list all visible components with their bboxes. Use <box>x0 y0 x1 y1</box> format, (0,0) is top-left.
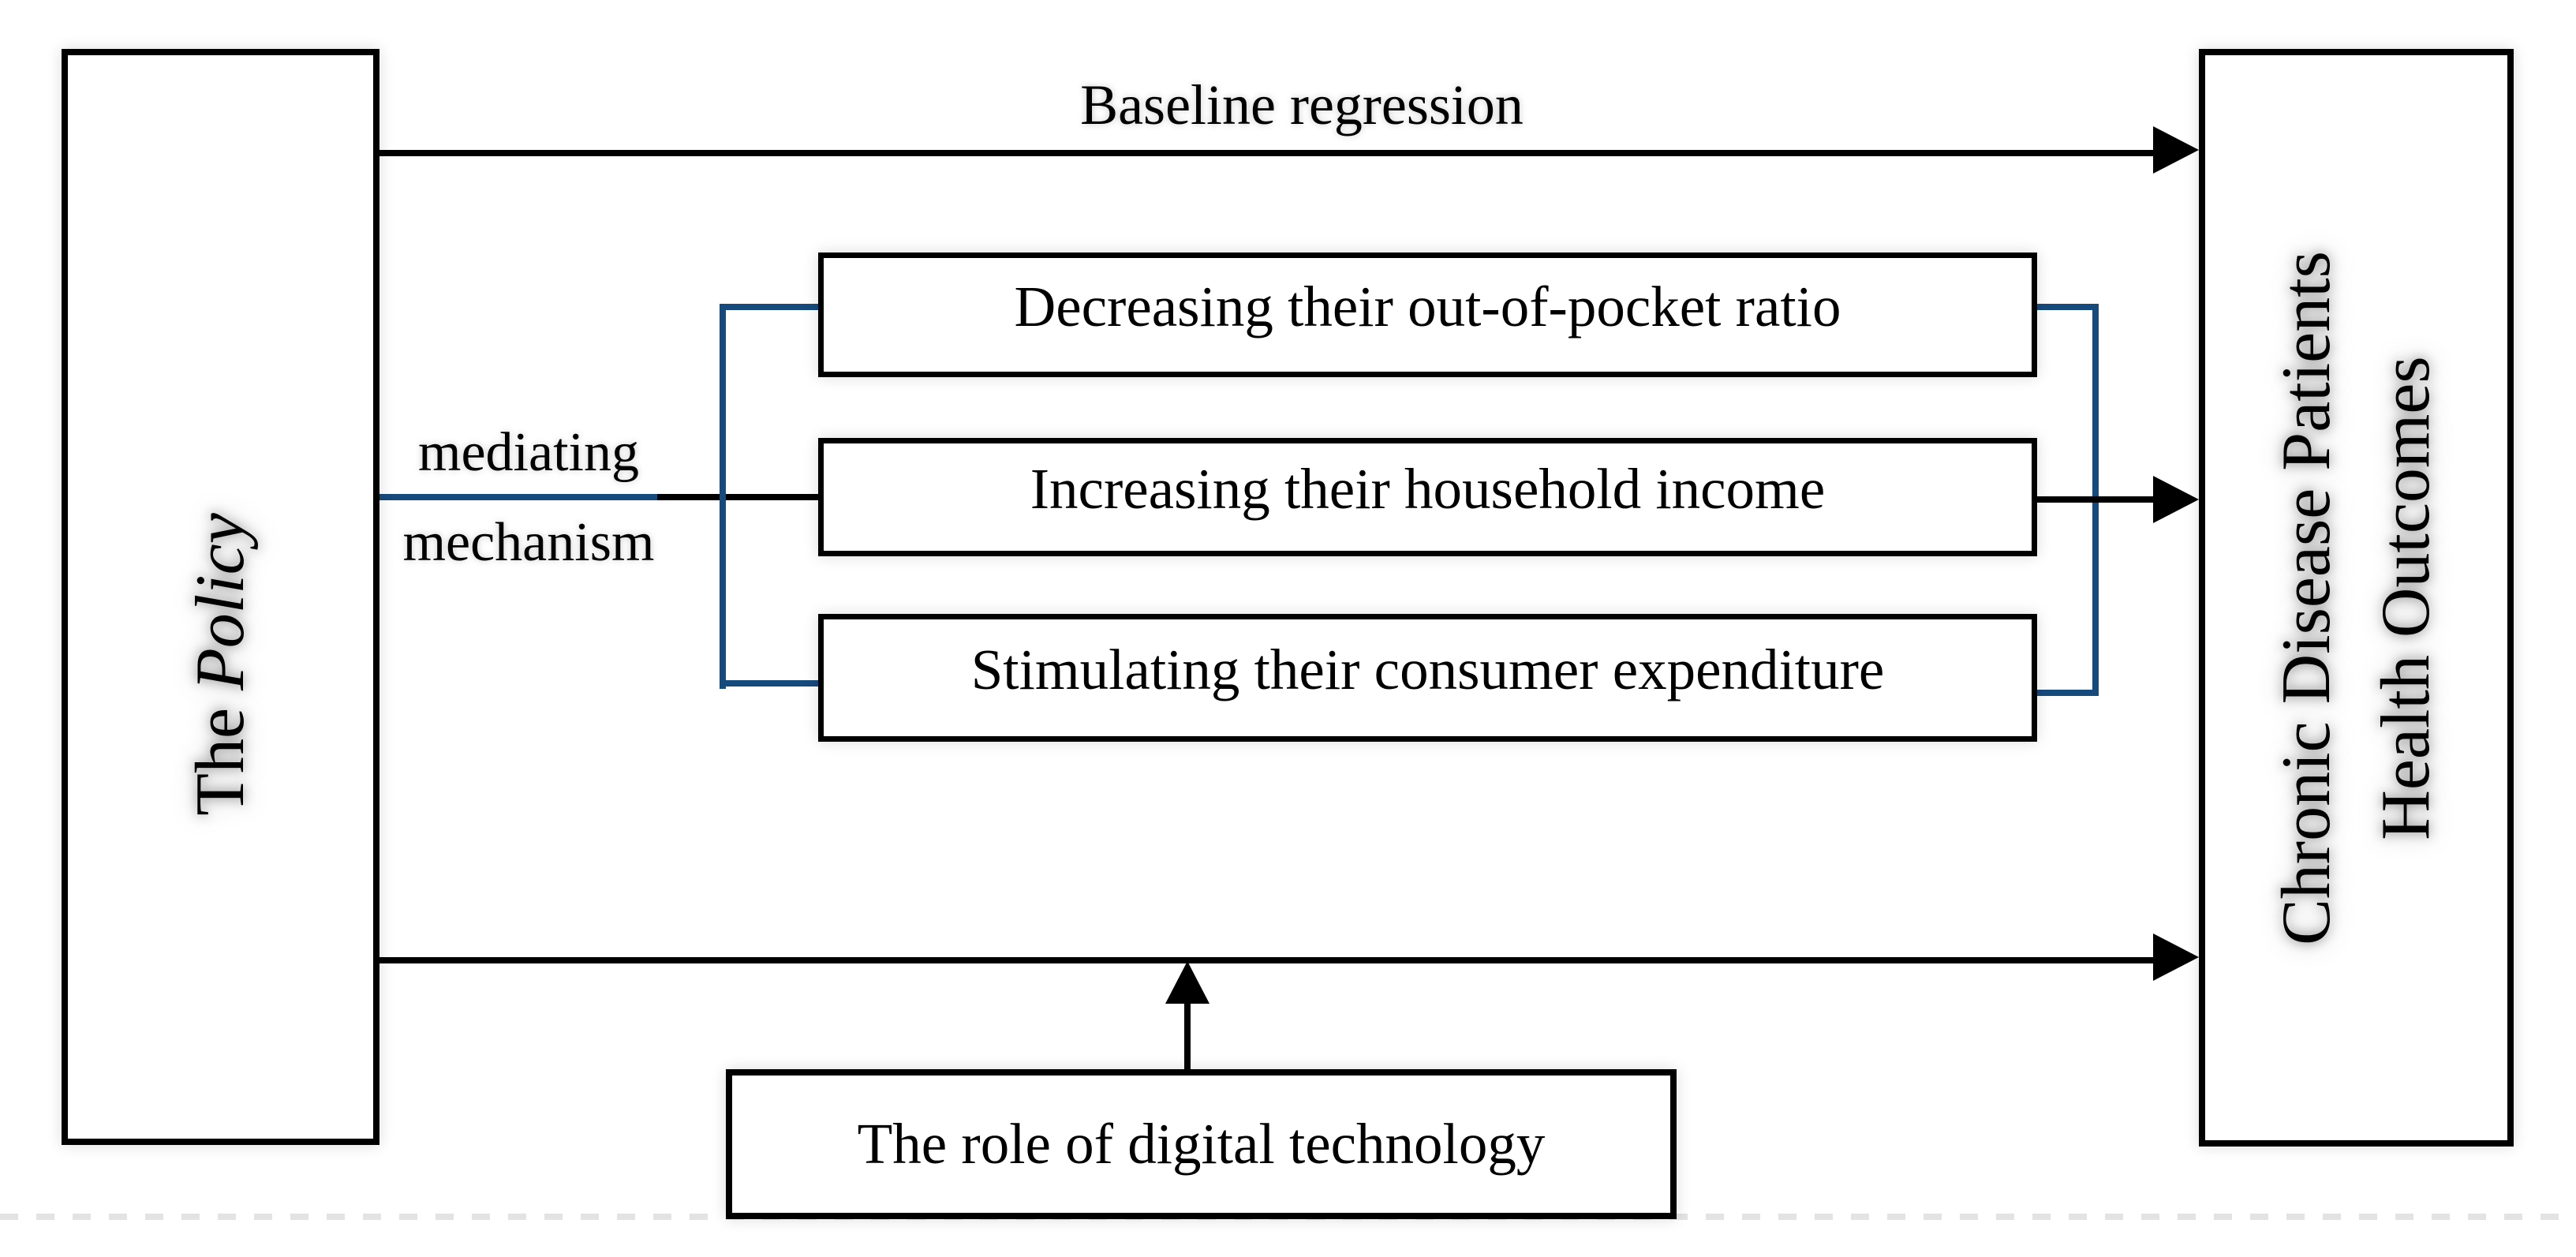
policy-node: The Policy <box>62 49 379 1145</box>
outcomes-node: Chronic Disease Patients Health Outcomes <box>2199 49 2514 1147</box>
direct-effect-arrowhead-icon <box>2153 933 2199 981</box>
mediator-box-consumer-expenditure-label: Stimulating their consumer expenditure <box>970 638 1885 701</box>
policy-node-label: The Policy <box>171 513 271 816</box>
mediation-arrow-line <box>2036 496 2156 503</box>
mediation-link-black-segment <box>657 494 818 500</box>
outcomes-node-label: Chronic Disease Patients Health Outcomes <box>2257 251 2456 945</box>
direct-effect-arrow-line <box>379 957 2159 963</box>
mediation-label-line1: mediating <box>418 422 639 483</box>
outcomes-node-label-line2: Health Outcomes <box>2367 355 2444 840</box>
mediator-bracket-left-vertical <box>720 304 726 689</box>
outcomes-node-label-line1: Chronic Disease Patients <box>2268 250 2345 945</box>
mediator-bracket-right-bottom-stub <box>2036 690 2099 696</box>
mediator-box-out-of-pocket: Decreasing their out-of-pocket ratio <box>818 253 2037 377</box>
mediator-bracket-left-bottom-stub <box>720 680 820 686</box>
mediator-box-out-of-pocket-label: Decreasing their out-of-pocket ratio <box>1014 275 1841 339</box>
moderator-box: The role of digital technology <box>726 1069 1677 1219</box>
baseline-arrow-label: Baseline regression <box>1080 73 1524 137</box>
mediator-bracket-right-top-stub <box>2036 304 2099 310</box>
baseline-arrow-line <box>379 150 2159 156</box>
moderator-box-label: The role of digital technology <box>857 1112 1546 1176</box>
mediation-label-line2: mechanism <box>402 512 655 573</box>
moderator-arrowhead-icon <box>1165 961 1209 1004</box>
mediator-box-household-income: Increasing their household income <box>818 438 2037 556</box>
mediator-box-consumer-expenditure: Stimulating their consumer expenditure <box>818 614 2037 742</box>
baseline-arrowhead-icon <box>2153 126 2199 174</box>
mediation-link-blue-segment <box>379 494 657 500</box>
mediator-box-household-income-label: Increasing their household income <box>1030 457 1826 521</box>
mediator-bracket-left-top-stub <box>720 304 820 310</box>
mediation-arrowhead-icon <box>2153 476 2199 523</box>
policy-node-label-emphasis: Policy <box>181 512 259 690</box>
policy-node-label-prefix: The <box>181 690 259 816</box>
moderator-arrow-line <box>1184 999 1191 1071</box>
